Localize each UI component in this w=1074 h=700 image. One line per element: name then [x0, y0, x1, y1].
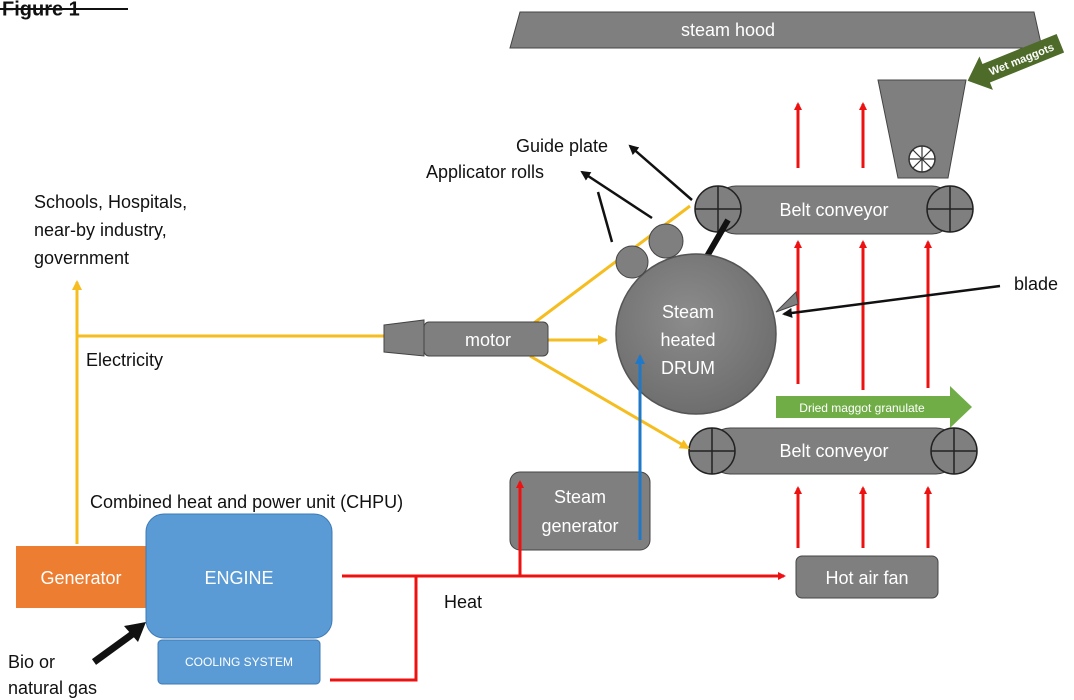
hot-air-fan	[795, 555, 939, 599]
drum-label-line3: DRUM	[661, 358, 715, 378]
generator-label: Generator	[40, 568, 121, 588]
guide-plate-label: Guide plate	[516, 136, 608, 156]
fuel-label-line2: natural gas	[8, 678, 97, 698]
hot-air-arrows-top	[794, 102, 867, 168]
dried-granulate-arrow	[776, 386, 972, 428]
steam-generator-label-line2: generator	[541, 516, 618, 536]
steam-heated-drum	[615, 253, 777, 415]
hopper	[877, 79, 967, 179]
applicator-rolls-pointer-b	[580, 170, 653, 220]
heat-lines	[330, 480, 786, 682]
applicator-rolls-label: Applicator rolls	[426, 162, 544, 182]
motor	[423, 321, 549, 357]
cooling-system	[157, 639, 321, 685]
steam-generator-label-line1: Steam	[554, 487, 606, 507]
steam-generator	[509, 471, 651, 551]
fuel-label-line1: Bio or	[8, 652, 55, 672]
consumers-label-line2: near-by industry,	[34, 220, 167, 240]
motor-label: motor	[465, 330, 511, 350]
motor-shaft	[383, 319, 425, 357]
applicator-rolls-pointer-a	[596, 191, 614, 243]
applicator-roll-1	[615, 245, 649, 279]
blade-pointer	[782, 284, 1001, 318]
heat-label: Heat	[444, 592, 482, 612]
figure-label: Figure 1	[2, 0, 80, 21]
drum-label-line1: Steam	[662, 302, 714, 322]
blade-label: blade	[1014, 274, 1058, 294]
belt-conveyor-bottom-label: Belt conveyor	[779, 441, 888, 461]
guide-plate-pointer	[628, 144, 693, 201]
blade	[775, 290, 799, 313]
hot-air-fan-label: Hot air fan	[825, 568, 908, 588]
generator	[16, 546, 146, 608]
engine	[145, 513, 333, 639]
consumers-label-line1: Schools, Hospitals,	[34, 192, 187, 212]
steam-hood	[509, 11, 1043, 49]
hot-air-arrows-middle	[794, 240, 932, 390]
drum-label-line2: heated	[660, 330, 715, 350]
chpu-label: Combined heat and power unit (CHPU)	[90, 492, 403, 512]
fuel-arrow-head	[124, 622, 146, 642]
hot-air-arrows-bottom	[794, 486, 932, 548]
hopper-rotor-spokes	[909, 146, 935, 172]
applicator-roll-2	[648, 223, 684, 259]
electricity-label: Electricity	[86, 350, 163, 370]
consumers-label-line3: government	[34, 248, 129, 268]
fuel-arrow	[91, 627, 141, 665]
cooling-system-label: COOLING SYSTEM	[185, 655, 293, 669]
belt-conveyor-top-label: Belt conveyor	[779, 200, 888, 220]
guide-plate	[703, 218, 731, 260]
engine-label: ENGINE	[204, 568, 273, 588]
steam-hood-label: steam hood	[681, 20, 775, 40]
dried-granulate-label: Dried maggot granulate	[799, 401, 925, 415]
